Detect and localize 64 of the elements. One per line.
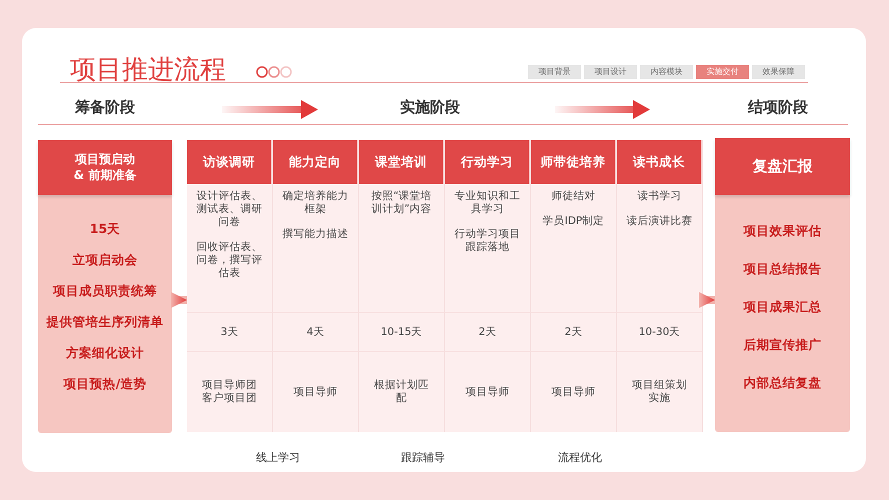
stage-column <box>273 140 359 432</box>
duration-text: 10-30天 <box>617 312 702 352</box>
stage-column <box>187 140 273 432</box>
duration-text: 3天 <box>187 312 272 352</box>
panel-header: 复盘汇报 <box>715 138 850 195</box>
owner-text: 项目导师团客户项目团 <box>201 378 258 406</box>
tab: 项目背景 <box>528 65 581 79</box>
task-text: 设计评估表、测试表、调研问卷 <box>196 190 264 229</box>
task-text: 15天 <box>90 221 120 237</box>
note-text: 跟踪辅导 <box>401 450 445 465</box>
stage-column <box>531 140 617 432</box>
column-header: 师带徒培养 <box>531 140 616 184</box>
duration-text: 4天 <box>273 312 358 352</box>
task-text: 项目效果评估 <box>744 223 822 239</box>
task-text: 项目成果汇总 <box>744 299 822 315</box>
owner-text: 项目导师 <box>292 384 338 400</box>
tab: 项目设计 <box>584 65 637 79</box>
task-text: 项目成员职责统筹 <box>53 283 157 299</box>
phase-panel <box>38 140 172 433</box>
duration-text: 2天 <box>445 312 530 352</box>
chevron-arrow <box>171 292 187 308</box>
task-text: 读书学习 <box>638 190 682 203</box>
column-header: 课堂培训 <box>359 140 444 184</box>
task-text: 师徒结对 <box>552 190 596 203</box>
task-text: 专业知识和工具学习 <box>454 190 522 216</box>
task-text: 回收评估表、问卷，撰写评估表 <box>196 241 264 280</box>
task-text: 后期宣传推广 <box>744 337 822 353</box>
stage-column <box>445 140 531 432</box>
column-header: 访谈调研 <box>187 140 272 184</box>
phase-label: 实施阶段 <box>400 98 460 117</box>
task-text: 确定培养能力框架 <box>282 190 350 216</box>
task-text: 内部总结复盘 <box>744 375 822 391</box>
task-text: 项目总结报告 <box>744 261 822 277</box>
tab: 内容模块 <box>640 65 693 79</box>
owner-text: 项目导师 <box>550 384 596 400</box>
phase-label: 筹备阶段 <box>75 98 135 117</box>
panel-header: 项目预启动 & 前期准备 <box>38 140 172 195</box>
task-text: 撰写能力描述 <box>282 228 348 241</box>
phase-label: 结项阶段 <box>748 98 808 117</box>
column-header: 行动学习 <box>445 140 530 184</box>
column-header: 能力定向 <box>273 140 358 184</box>
duration-text: 2天 <box>531 312 616 352</box>
chevron-arrow <box>699 292 715 308</box>
task-text: 按照“课堂培训计划”内容 <box>370 190 433 216</box>
task-text: 立项启动会 <box>72 252 138 268</box>
owner-text: 项目导师 <box>464 384 510 400</box>
tab: 效果保障 <box>752 65 805 79</box>
note-text: 流程优化 <box>558 450 602 465</box>
title: 项目推进流程 <box>70 54 226 87</box>
stage-column <box>359 140 445 432</box>
task-text: 方案细化设计 <box>66 345 144 361</box>
task-text: 学员IDP制定 <box>542 215 604 228</box>
duration-text: 10-15天 <box>359 312 444 352</box>
owner-text: 根据计划匹配 <box>373 378 430 406</box>
owner-text: 项目组策划实施 <box>631 378 688 406</box>
phase-panel <box>715 138 850 432</box>
task-text: 读后演讲比赛 <box>626 215 692 228</box>
column-header: 读书成长 <box>617 140 702 184</box>
stage-column <box>617 140 703 432</box>
tab: 实施交付 <box>696 65 749 79</box>
task-text: 行动学习项目跟踪落地 <box>454 228 522 254</box>
task-text: 提供管培生序列清单 <box>46 314 164 330</box>
note-text: 线上学习 <box>256 450 300 465</box>
task-text: 项目预热/造势 <box>64 376 146 392</box>
